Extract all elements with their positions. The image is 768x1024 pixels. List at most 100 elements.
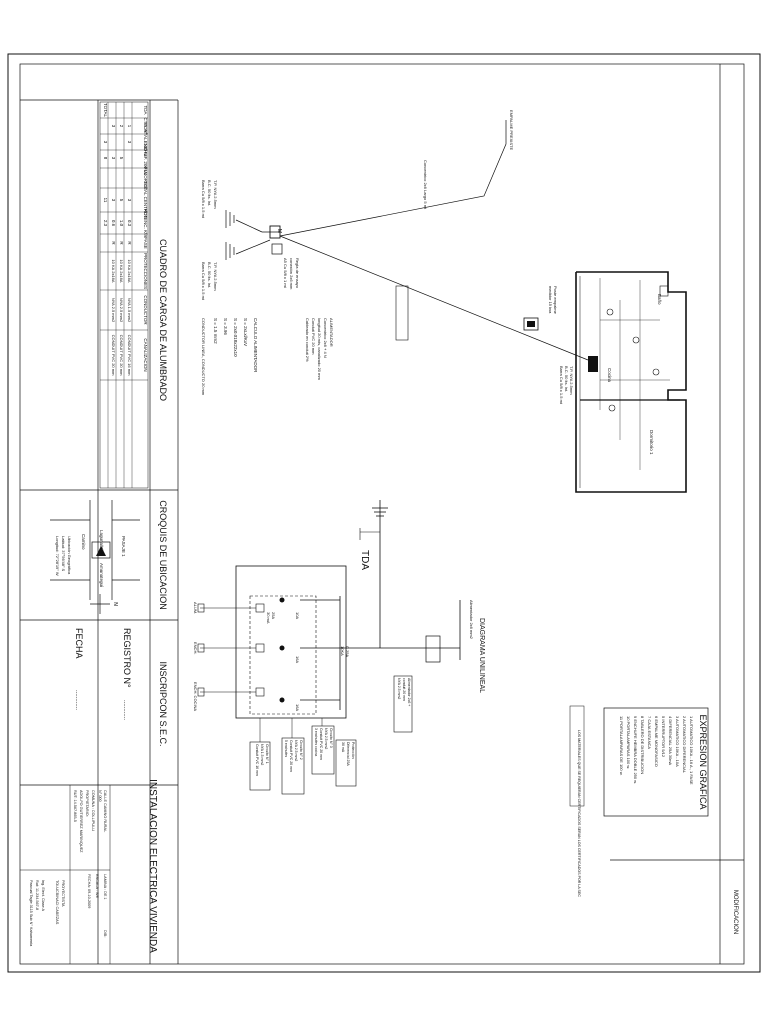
location-lot (91, 541, 111, 559)
side-box-line: 30 mA (341, 742, 345, 753)
professional-line: Pascual Tagle 3115 Sub N° Kahumenia (29, 880, 33, 947)
registro-label: REGISTRO N° (122, 628, 132, 688)
north-label: N (112, 602, 118, 606)
total-cell: 2.3 (103, 220, 108, 227)
breaker-label: 16A (295, 656, 300, 663)
meter-box-icon (269, 225, 281, 239)
total-cell: 11 (103, 198, 108, 203)
header-cto: CTO. N° (143, 118, 148, 135)
sheet-line: LAMINA : DE 1 (103, 874, 107, 900)
cell: 5 (119, 199, 124, 202)
legend-item-text: 9 ENCHUFE HEMBRA DOBLE 250 w. (633, 716, 638, 784)
tp-left: T.P. NYA 2.5mm (213, 180, 218, 209)
header-portal: PORTAL. 100 W. (143, 123, 148, 157)
legend-item: 7 CAJA ESTANCA (647, 716, 652, 749)
camera-icon (271, 243, 283, 255)
breaker-3 (255, 687, 265, 697)
sheet-line: ESCALA : S/E (95, 874, 99, 899)
cell: 3 (111, 125, 116, 128)
circuit-box-line: Conduit PVC 16 mm (255, 744, 259, 776)
cell: NYA 2.5 mm2 (119, 298, 124, 323)
tp-left: B.C. 50 lts. Int. (207, 180, 212, 206)
camara-label: A5 Cu 5/8 x 1 mt (283, 258, 288, 289)
legend-item-text: 7 CAJA ESTANCA (647, 716, 652, 749)
circuit-box-line: Circuito N° 2 (299, 740, 303, 760)
professional-line: Rut: 11.234.567-8 (35, 880, 39, 910)
tp-left-2: Barra Cu 5/8 x 1.5 mt (201, 262, 206, 301)
legend-item: 8 TABLERO DE DISTRIBUCION (640, 716, 645, 774)
circuit-box-2 (281, 737, 305, 795)
legend-item-text: 6 EMPALME MONOFASICO (654, 716, 659, 767)
calc-line: S = 2x0.018x22x10 (233, 318, 238, 357)
professional-line: TOLUCBINACI CABEZAS (55, 880, 59, 925)
tp-left-2: T.P. NYA 2.5mm (213, 262, 218, 291)
legend-title: EXPRESION GRAFICA (698, 714, 708, 809)
distribution-panel (235, 565, 347, 719)
unifilar-feed: Alimentador 2x6 mm2 (469, 600, 474, 640)
pole-icon (523, 317, 539, 331)
professional-line: PROYECTISTA (61, 880, 65, 907)
calc-line: S = 1.5 mm2 (213, 318, 218, 344)
tp-left: Barra Cu 5/8 x 1.5 mt (201, 180, 206, 219)
tda-label: TDA (359, 550, 370, 570)
owner-line: N° 000 (98, 790, 102, 802)
dib-label: DIB: (103, 930, 107, 937)
header-protecciones: PROTECCIONES (143, 253, 148, 289)
legend-item: 10 PORTALAMPARAS 100 w. (626, 716, 631, 769)
house-icon (96, 546, 106, 556)
load-table-cells: PORTAL. 100 W. ENCHUF. 200 W. FLUORES. T… (103, 103, 148, 376)
breaker-label: 10A (295, 612, 300, 619)
circuit-label: ALUM. (193, 602, 198, 614)
professional-line: Ing. Elect. Clase A (41, 880, 45, 911)
project-title-text: INSTALACION ELECTRICA VIVIENDA (147, 779, 158, 953)
acometida-label: Concentrico 2x6 Largo 5 mt (423, 160, 428, 210)
feed-box-line: Alimentador 2x6 + (407, 678, 411, 706)
cell: CONDUIT PVC 20 mm (119, 335, 124, 376)
tp-right: Barra Cu 5/8 x 1.5 mt (559, 366, 564, 405)
cell: 1 (127, 125, 132, 128)
circuit-box-line: Circuito N° 3 (329, 728, 333, 748)
owner-line: ADOLFO GUTIERREZ MARINQUEZ (79, 790, 83, 853)
cell: 3 (127, 141, 132, 144)
outer-border (7, 53, 761, 973)
cell: CONDUIT PVC 16 mm (127, 335, 132, 376)
tp-left-2: B.C. 50 lts. Int. (207, 262, 212, 288)
legend-item: 1 AUTOMATICO 10KA - 16 A., 1 FASE (689, 716, 694, 785)
legend-item: 9 ENCHUFE HEMBRA DOBLE 250 w. (633, 716, 638, 784)
location-label: Camino (81, 534, 86, 550)
owner-line: RUT: 14.567.865-5 (73, 790, 77, 822)
total-label: TOTAL (103, 103, 108, 118)
meter-icon (527, 321, 535, 327)
location-title: CROQUIS DE UBICACION (158, 500, 168, 610)
tp-right: T.P. NYA 2.5mm (569, 366, 574, 395)
cell: 2 (119, 125, 124, 128)
legend-item-text: 5 INTERRUPTOR 9/12 (661, 716, 666, 758)
legend (603, 707, 709, 817)
legend-item: 11 PORTALAMPARAS DE 100 w. (619, 716, 624, 776)
legend-item-text: 4 DIFERENCIAL 25A 30mA (668, 716, 673, 766)
cell: 1.0 (119, 220, 124, 227)
header-tda: TDA (143, 106, 148, 115)
cell: 3 (127, 199, 132, 202)
feed-box-line: conduit 20 mm (402, 678, 406, 701)
calc-title: CALCULO ALIMENTADOR (253, 318, 258, 373)
legend-item-text: 11 PORTALAMPARAS DE 100 w. (619, 716, 624, 776)
cell: 0.6 (111, 220, 116, 227)
side-box-line: Protección (351, 742, 355, 759)
location-label: Laguna/Rio (99, 530, 104, 554)
cell: 10 KA 2x16A (111, 259, 116, 282)
modificacion-label: MODIFICACION (732, 890, 738, 934)
meter-label: M (276, 229, 282, 233)
feed-box (393, 675, 413, 733)
load-table (99, 101, 149, 489)
distribution-board-icon (588, 356, 598, 372)
legend-item: 3 AUTOMATICO 10KA - 10A (675, 716, 680, 767)
legend-item: 4 DIFERENCIAL 25A 30mA (668, 716, 673, 766)
legend-note: LOS MATERIALES QUE SE REQUIERAN CERTIFIC… (577, 730, 581, 897)
north-arrow (90, 594, 110, 614)
registro-line: ............ (122, 700, 128, 720)
feeder-label: ALIMENTADOR (329, 318, 334, 347)
side-box-line: Diferencial 25A (346, 742, 350, 766)
location-label: PASAJE 1 (121, 536, 126, 557)
